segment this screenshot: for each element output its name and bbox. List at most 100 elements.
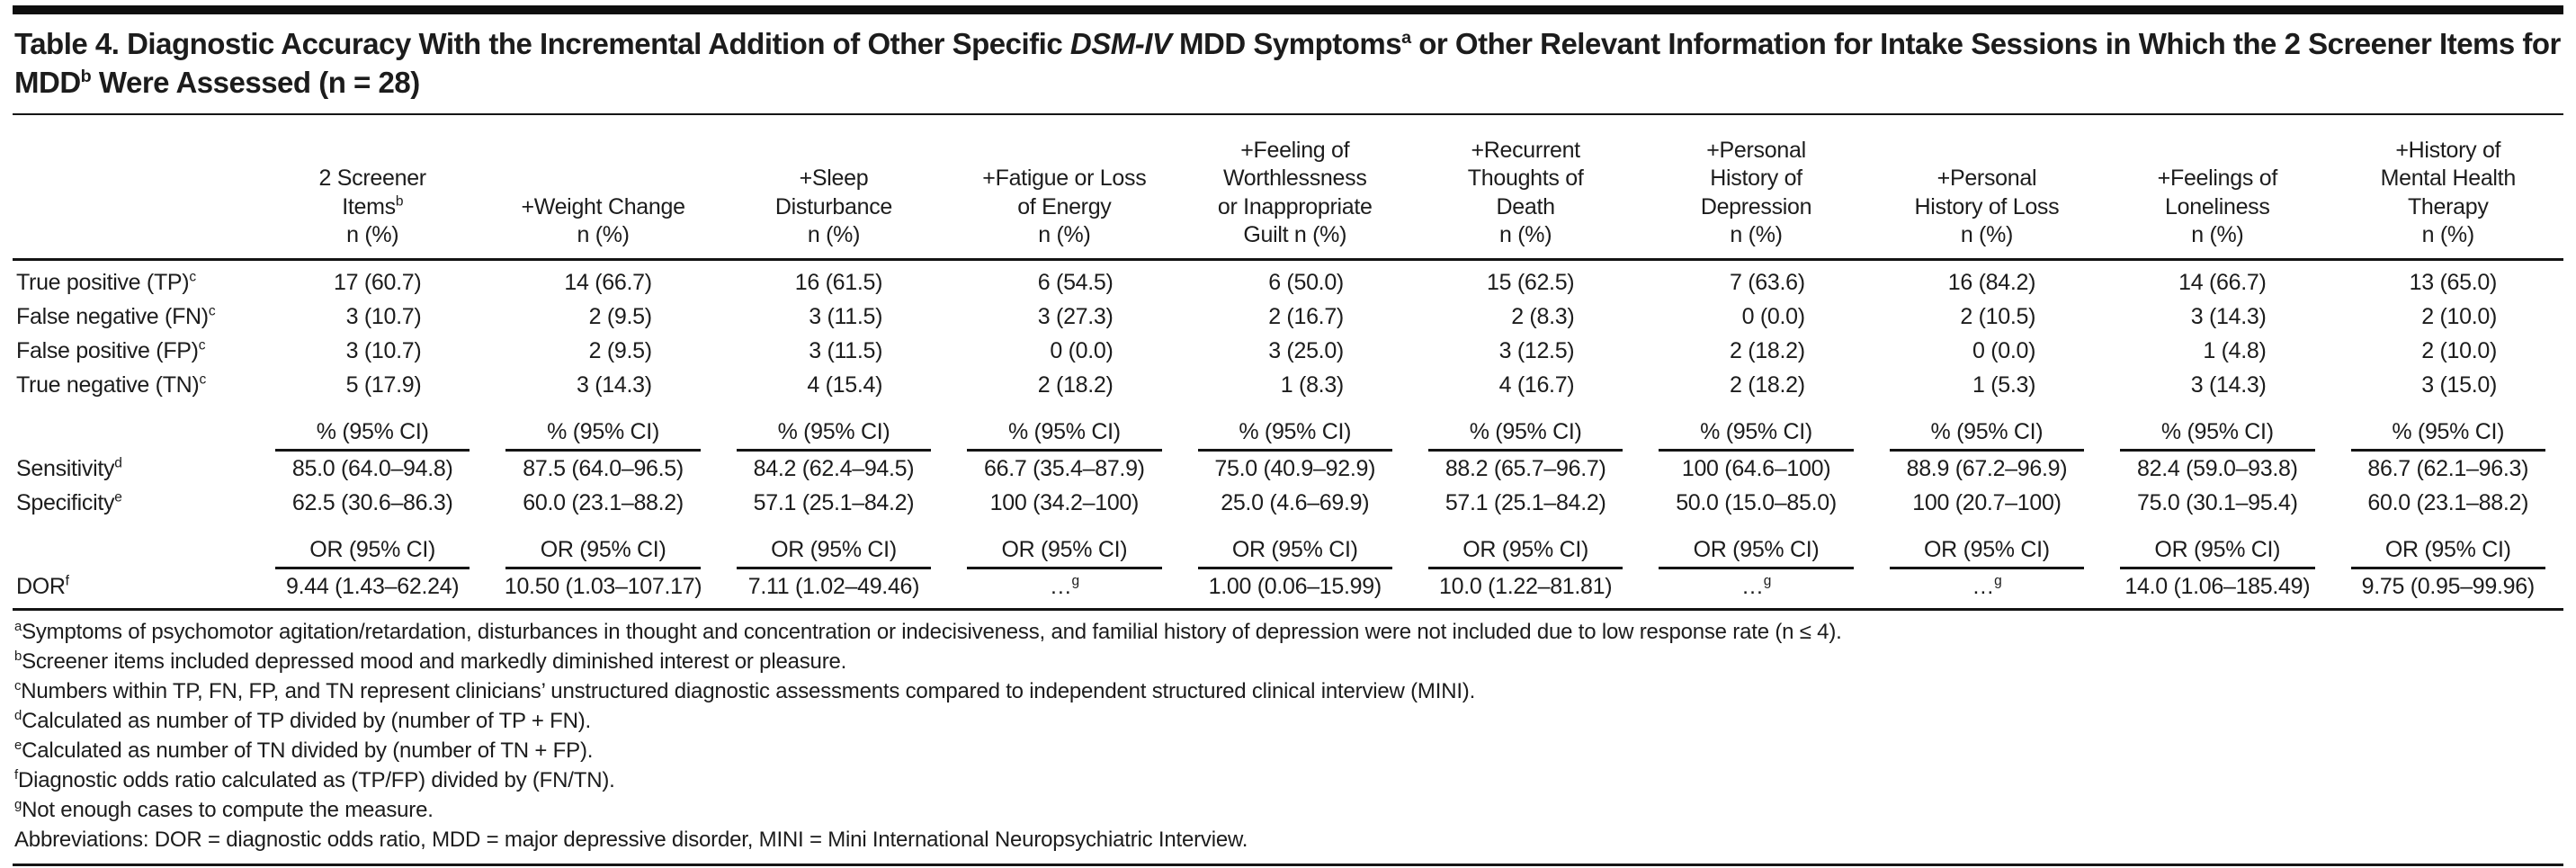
data-cell: 1 (4.8) (2203, 337, 2267, 363)
subheader-label: % (95% CI) (1427, 418, 1623, 452)
data-cell: 2 (18.2) (1729, 337, 1805, 363)
data-cell: 57.1 (25.1–84.2) (1445, 489, 1606, 515)
subheader-label: OR (95% CI) (2120, 536, 2315, 569)
subheader-label: OR (95% CI) (1197, 536, 1392, 569)
data-cell: 2 (9.5) (588, 337, 652, 363)
data-cell: 60.0 (23.1–88.2) (2367, 489, 2529, 515)
subheader-cell: OR (95% CI) (487, 520, 718, 569)
table-title: Table 4. Diagnostic Accuracy With the In… (13, 14, 2563, 113)
subheader-row: % (95% CI)% (95% CI)% (95% CI)% (95% CI)… (13, 402, 2563, 452)
title-segment: Table 4. Diagnostic Accuracy With the In… (14, 27, 1070, 60)
data-cell: …g (949, 568, 1180, 611)
empty-cell (13, 520, 257, 569)
subheader-cell: OR (95% CI) (719, 520, 949, 569)
data-cell: 3 (11.5) (809, 337, 883, 363)
data-cell: 1 (8.3) (1280, 371, 1344, 398)
footnote-line: bScreener items included depressed mood … (14, 649, 847, 674)
data-cell: 100 (64.6–100) (1681, 455, 1831, 481)
footnote-line: aSymptoms of psychomotor agitation/retar… (14, 619, 1842, 644)
data-cell: …g (1641, 568, 1872, 611)
subheader-label: OR (95% CI) (1427, 536, 1623, 569)
footnote-line: eCalculated as number of TN divided by (… (14, 738, 594, 763)
data-cell: 85.0 (64.0–94.8) (291, 455, 453, 481)
subheader-cell: % (95% CI) (2102, 402, 2332, 452)
row-label: False negative (FN)c (16, 303, 216, 329)
data-cell: 50.0 (15.0–85.0) (1676, 489, 1837, 515)
subheader-cell: % (95% CI) (949, 402, 1179, 452)
data-cell: 3 (14.3) (2190, 371, 2267, 398)
data-cell: 87.5 (64.0–96.5) (523, 455, 684, 481)
subheader-label: % (95% CI) (736, 418, 932, 452)
subheader-cell: OR (95% CI) (2333, 520, 2563, 569)
subheader-cell: OR (95% CI) (2102, 520, 2332, 569)
data-cell: 2 (10.0) (2421, 337, 2497, 363)
data-cell: 5 (17.9) (345, 371, 422, 398)
subheader-cell: OR (95% CI) (1410, 520, 1641, 569)
data-cell: 14.0 (1.06–185.49) (2102, 568, 2333, 611)
data-cell: 0 (0.0) (1741, 303, 1805, 329)
data-cell: 1 (5.3) (1972, 371, 2036, 398)
row-label: True positive (TP)c (16, 269, 196, 295)
data-cell: 100 (20.7–100) (1912, 489, 2062, 515)
data-cell: 88.9 (67.2–96.9) (1906, 455, 2068, 481)
data-cell: 17 (60.7) (334, 269, 422, 295)
row-label: True negative (TN)c (16, 371, 206, 398)
data-cell: 7.11 (1.02–49.46) (718, 568, 950, 611)
subheader-label: % (95% CI) (2350, 418, 2545, 452)
data-cell: 2 (9.5) (588, 303, 652, 329)
top-rule (13, 5, 2563, 14)
subheader-cell: % (95% CI) (257, 402, 487, 452)
table-row: Sensitivityd 85.0 (64.0–94.8) 87.5 (64.0–9… (13, 452, 2563, 486)
data-cell: 4 (15.4) (807, 371, 883, 398)
subheader-row: OR (95% CI) OR (95% CI) OR (95% CI) OR (95%… (13, 520, 2563, 569)
row-label: False positive (FP)c (16, 337, 206, 363)
empty-cell (13, 402, 257, 452)
subheader-cell: % (95% CI) (1641, 402, 1871, 452)
subheader-label: % (95% CI) (1197, 418, 1392, 452)
subheader-label: OR (95% CI) (736, 536, 932, 569)
row-label: Sensitivityd (16, 455, 122, 481)
data-cell: 3 (14.3) (2190, 303, 2267, 329)
data-cell: 3 (11.5) (809, 303, 883, 329)
subheader-label: OR (95% CI) (505, 536, 701, 569)
data-cell: 0 (0.0) (1050, 337, 1114, 363)
title-rule (13, 112, 2563, 115)
data-cell: 84.2 (62.4–94.5) (753, 455, 915, 481)
data-cell: 88.2 (65.7–96.7) (1445, 455, 1606, 481)
footnote-line: dCalculated as number of TP divided by (… (14, 708, 592, 733)
subheader-cell: % (95% CI) (1872, 402, 2102, 452)
subheader-cell: % (95% CI) (1180, 402, 1410, 452)
subheader-label: OR (95% CI) (275, 536, 470, 569)
data-cell: 3 (14.3) (577, 371, 652, 398)
title-segment: b (80, 66, 92, 86)
data-cell: 62.5 (30.6–86.3) (291, 489, 453, 515)
data-cell: 10.50 (1.03–107.17) (487, 568, 719, 611)
footnotes: aSymptoms of psychomotor agitation/retar… (13, 611, 2563, 862)
data-cell: 6 (50.0) (1268, 269, 1344, 295)
footnote-line: gNot enough cases to compute the measure… (14, 797, 434, 822)
data-cell: 3 (15.0) (2421, 371, 2497, 398)
footnote-line: Abbreviations: DOR = diagnostic odds rat… (14, 827, 1248, 852)
footnote-line: cNumbers within TP, FN, FP, and TN repre… (14, 678, 1476, 703)
data-cell: 57.1 (25.1–84.2) (753, 489, 915, 515)
data-cell: 9.75 (0.95–99.96) (2332, 568, 2563, 611)
data-cell: 75.0 (40.9–92.9) (1214, 455, 1376, 481)
data-cell: 86.7 (62.1–96.3) (2367, 455, 2529, 481)
data-cell: 16 (61.5) (794, 269, 883, 295)
data-cell: 2 (8.3) (1511, 303, 1575, 329)
ci-body: % (95% CI)% (95% CI)% (95% CI)% (95% CI)… (13, 402, 2563, 520)
row-label: DORf (13, 568, 257, 611)
data-cell: 10.0 (1.22–81.81) (1409, 568, 1641, 611)
subheader-label: % (95% CI) (275, 418, 470, 452)
